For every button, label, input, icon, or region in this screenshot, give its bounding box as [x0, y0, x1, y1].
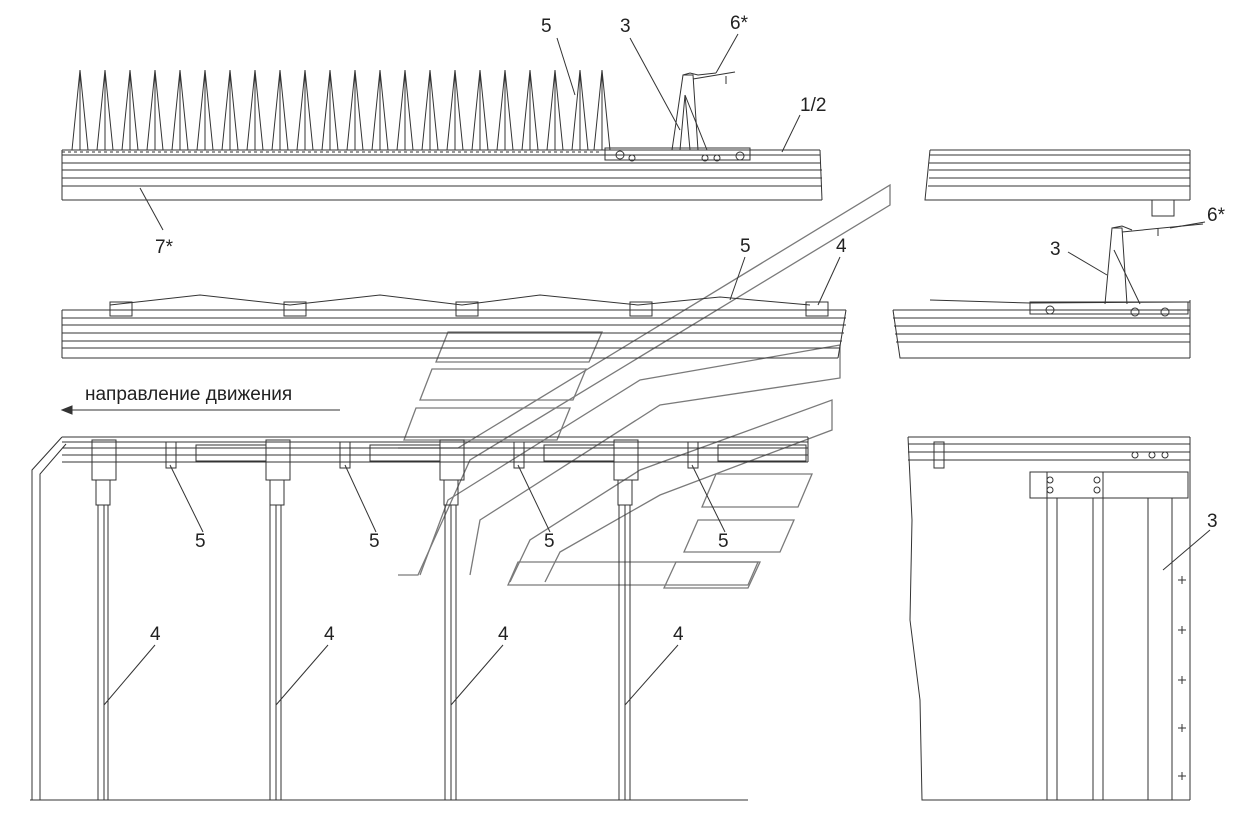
callout-4-bottom-1: 4 [150, 624, 161, 645]
callout-4-bottom-4: 4 [673, 624, 684, 645]
bottom-right-view [907, 436, 1211, 801]
callout-4-bottom-2: 4 [324, 624, 335, 645]
callout-3-bottom-right: 3 [1207, 511, 1218, 532]
callout-5-bottom-4: 5 [718, 531, 729, 552]
direction-label: направление движения [85, 384, 293, 405]
top-view-teeth [71, 69, 611, 151]
bottom-view-rails [30, 436, 809, 801]
bottom-view-leaders [103, 464, 726, 706]
callout-4-bottom-3: 4 [498, 624, 509, 645]
middle-right-body [892, 223, 1204, 359]
callout-5-bottom-1: 5 [195, 531, 206, 552]
callout-3-right: 3 [1050, 239, 1061, 260]
bottom-direction-arrow [60, 405, 340, 415]
middle-view-body [61, 294, 847, 359]
top-view-leaders [139, 33, 801, 231]
middle-right-leaders [1067, 221, 1206, 276]
callout-7: 7* [155, 237, 173, 258]
callout-5-top: 5 [541, 16, 552, 37]
callout-3-top: 3 [620, 16, 631, 37]
callout-6-top: 6* [730, 13, 748, 34]
callout-6-right: 6* [1207, 205, 1225, 226]
top-view-body [61, 71, 823, 201]
bottom-view-posts [91, 439, 807, 800]
watermark-logo [398, 183, 891, 589]
callout-5-bottom-3: 5 [544, 531, 555, 552]
callout-5-bottom-2: 5 [369, 531, 380, 552]
callout-5-middle: 5 [740, 236, 751, 257]
top-right-body [924, 149, 1191, 217]
callout-4-middle: 4 [836, 236, 847, 257]
callout-1-2: 1/2 [800, 95, 827, 116]
middle-view-leaders [729, 256, 841, 306]
